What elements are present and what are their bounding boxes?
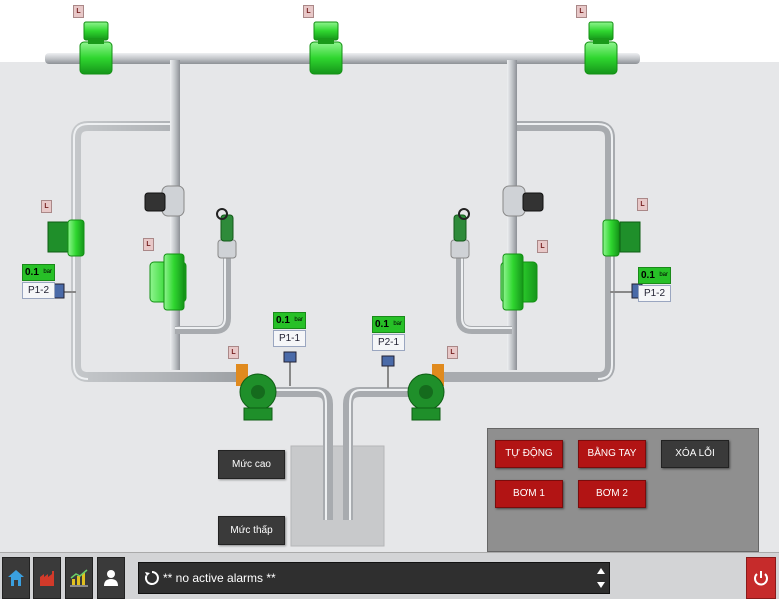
flag-pump-1[interactable]: L	[228, 346, 239, 359]
home-icon	[8, 570, 24, 586]
power-icon	[754, 571, 768, 586]
sensor-p2-1	[381, 355, 395, 388]
refresh-icon[interactable]	[144, 570, 160, 586]
pump-2-button[interactable]: BƠM 2	[578, 480, 646, 508]
nav-trend-button[interactable]	[65, 557, 93, 599]
level-high-indicator[interactable]: Mức cao	[218, 450, 285, 479]
flag-header-right[interactable]: L	[576, 5, 587, 18]
nav-plant-button[interactable]	[33, 557, 61, 599]
flag-right-side-meter[interactable]: L	[637, 198, 648, 211]
nav-home-button[interactable]	[2, 557, 30, 599]
flag-left-side-meter[interactable]: L	[41, 200, 52, 213]
header-meter-center	[309, 21, 343, 75]
bottom-bar: ** no active alarms **	[0, 552, 779, 599]
right-riser-meter	[500, 253, 538, 311]
header-meter-right	[584, 21, 618, 75]
flag-pump-2[interactable]: L	[447, 346, 458, 359]
gauge-name: P2-1	[372, 334, 405, 351]
nav-user-button[interactable]	[97, 557, 125, 599]
power-button[interactable]	[746, 557, 776, 599]
left-side-meter	[47, 219, 85, 257]
right-bypass-valve	[450, 208, 470, 259]
left-bypass-valve	[216, 208, 237, 259]
left-motor-valve	[144, 185, 185, 217]
right-motor-valve	[502, 185, 544, 217]
scroll-down-icon[interactable]	[597, 582, 605, 588]
tank	[290, 445, 385, 547]
flag-left-riser-meter[interactable]: L	[143, 238, 154, 251]
alarm-bar[interactable]: ** no active alarms **	[138, 562, 610, 594]
manual-mode-button[interactable]: BẰNG TAY	[578, 440, 646, 468]
trend-chart-icon	[70, 569, 88, 587]
alarm-status-text: ** no active alarms **	[163, 571, 276, 585]
user-icon	[104, 570, 118, 586]
flag-header-left[interactable]: L	[73, 5, 84, 18]
pump-2	[407, 364, 445, 421]
pipe-network	[0, 0, 779, 547]
auto-mode-button[interactable]: TỰ ĐỘNG	[495, 440, 563, 468]
gauge-name: P1-2	[22, 282, 55, 299]
scroll-up-icon[interactable]	[597, 568, 605, 574]
pump-1	[236, 364, 277, 421]
flag-right-riser-meter[interactable]: L	[537, 240, 548, 253]
flag-header-center[interactable]: L	[303, 5, 314, 18]
gauge-name: P1-1	[273, 330, 306, 347]
factory-icon	[40, 571, 54, 586]
left-riser-meter	[149, 253, 187, 311]
reset-error-button[interactable]: XÓA LỖI	[661, 440, 729, 468]
right-side-meter	[602, 219, 641, 257]
gauge-name: P1-2	[638, 285, 671, 302]
header-meter-left	[79, 21, 113, 75]
pump-1-button[interactable]: BƠM 1	[495, 480, 563, 508]
level-low-indicator[interactable]: Mức thấp	[218, 516, 285, 545]
control-panel: TỰ ĐỘNG BẰNG TAY XÓA LỖI BƠM 1 BƠM 2	[487, 428, 759, 552]
left-loop-pipe	[71, 121, 240, 382]
sensor-p1-1	[283, 351, 297, 386]
